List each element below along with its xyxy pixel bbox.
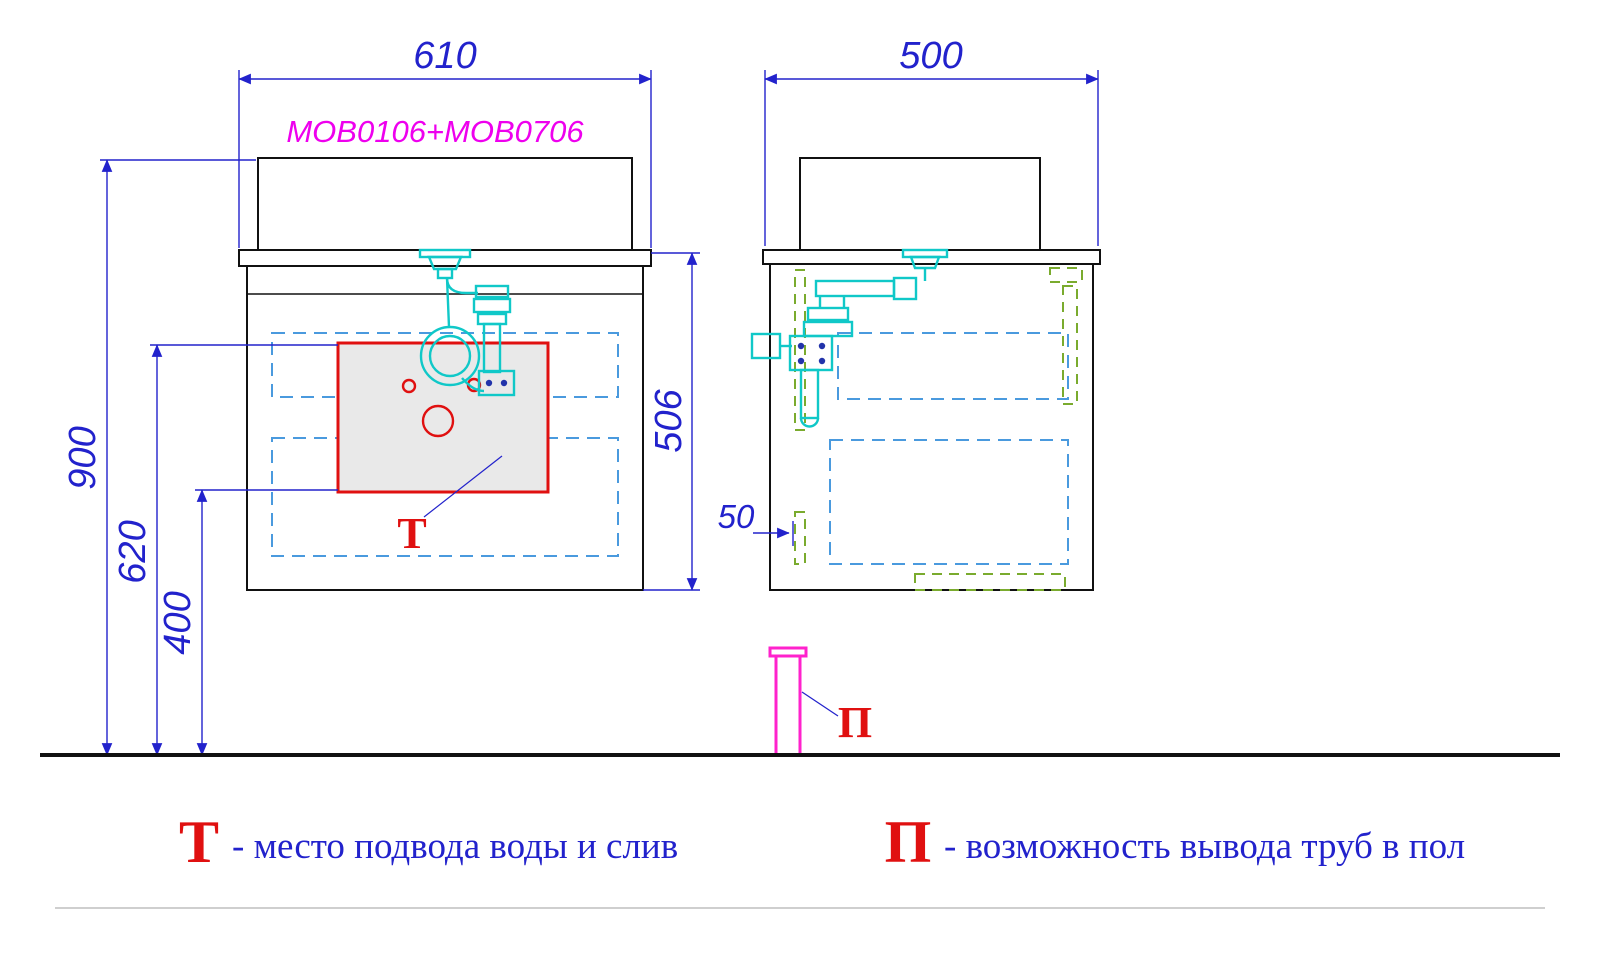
side-union-nut-1 <box>806 306 850 322</box>
front-trap-loop-outer <box>419 325 481 387</box>
front-union-nut-1 <box>474 284 510 299</box>
supply-hole-left <box>401 378 417 394</box>
legend: Т - место подвода воды и слив П - возмож… <box>179 809 1465 875</box>
water-supply-zone-rect <box>336 341 550 494</box>
front-height-dimensions: 900 620 400 <box>62 159 338 756</box>
side-bracket-top-right <box>1049 267 1083 283</box>
side-drawer-outlines <box>829 332 1069 565</box>
front-width-label: 610 <box>413 35 476 77</box>
side-bracket-dot-2 <box>818 342 826 350</box>
side-bracket-dot-1 <box>797 342 805 350</box>
cabinet-height-label: 506 <box>648 388 690 452</box>
side-down-pipe-end <box>799 417 820 428</box>
side-upper-drawer-outline <box>837 332 1069 400</box>
front-bracket-dot-2 <box>500 379 508 387</box>
side-rail-right <box>1062 285 1078 405</box>
side-lower-drawer-outline <box>829 439 1069 565</box>
side-bracket-dot-3 <box>797 357 805 365</box>
wall-offset-label: 50 <box>718 498 755 535</box>
side-depth-dimension: 500 <box>764 35 1099 246</box>
front-drain-stem <box>436 267 454 280</box>
side-cabinet-body <box>769 263 1094 591</box>
front-cabinet-body <box>246 265 644 591</box>
legend-t-description: - место подвода воды и слив <box>232 826 678 867</box>
front-bracket-dot-1 <box>485 379 493 387</box>
front-upper-drawer-outline <box>271 332 619 398</box>
p-leader-line <box>801 691 839 717</box>
side-down-pipe <box>799 368 820 420</box>
side-bracket-dot-4 <box>818 357 826 365</box>
legend-p-symbol: П <box>885 809 932 875</box>
side-sink-outline <box>799 157 1041 251</box>
legend-p-description: - возможность вывода труб в пол <box>944 826 1465 867</box>
front-trap-loop-inner <box>428 334 472 378</box>
supply-zone-bottom-label: 400 <box>157 591 199 654</box>
side-union-nut-right <box>892 276 918 301</box>
front-trap-inlet <box>445 277 451 328</box>
front-union-nut-2 <box>472 297 512 314</box>
drain-hole <box>421 404 455 438</box>
front-width-extension-lines <box>238 70 652 248</box>
side-bottom-rail <box>914 573 1066 591</box>
side-plumbing <box>750 248 949 428</box>
t-marker: Т <box>397 509 426 558</box>
front-plumbing <box>418 248 516 397</box>
side-offset-dimension: 50 <box>718 498 794 546</box>
supply-zone-top-label: 620 <box>112 520 154 583</box>
front-drain-cone <box>427 255 463 271</box>
floor-pipe-body <box>774 654 802 757</box>
t-leader-line <box>423 455 503 518</box>
height-extension-lines <box>100 159 338 491</box>
front-width-dimension: 610 <box>238 35 652 248</box>
side-depth-label: 500 <box>899 35 962 77</box>
p-marker: П <box>838 698 872 747</box>
front-cabinet-height-dimension: 506 <box>643 252 700 591</box>
legend-t-symbol: Т <box>179 809 219 875</box>
floor-pipe: П <box>768 646 872 757</box>
side-view: 500 <box>718 35 1101 757</box>
side-depth-extension-lines <box>764 70 1099 246</box>
side-drain-cone <box>909 255 941 270</box>
side-rail-left <box>794 269 806 431</box>
side-elbow <box>818 296 846 308</box>
front-trap-outlet <box>461 377 485 393</box>
front-view: 610 MOB0106+MOB0706 Т <box>62 35 700 756</box>
side-rail-left-lower <box>794 511 806 565</box>
wall-height-label: 900 <box>62 426 104 489</box>
front-sink-outline <box>257 157 633 251</box>
front-wall-bracket <box>477 369 516 397</box>
side-hardware-outlines <box>794 267 1083 591</box>
model-label: MOB0106+MOB0706 <box>286 114 584 149</box>
